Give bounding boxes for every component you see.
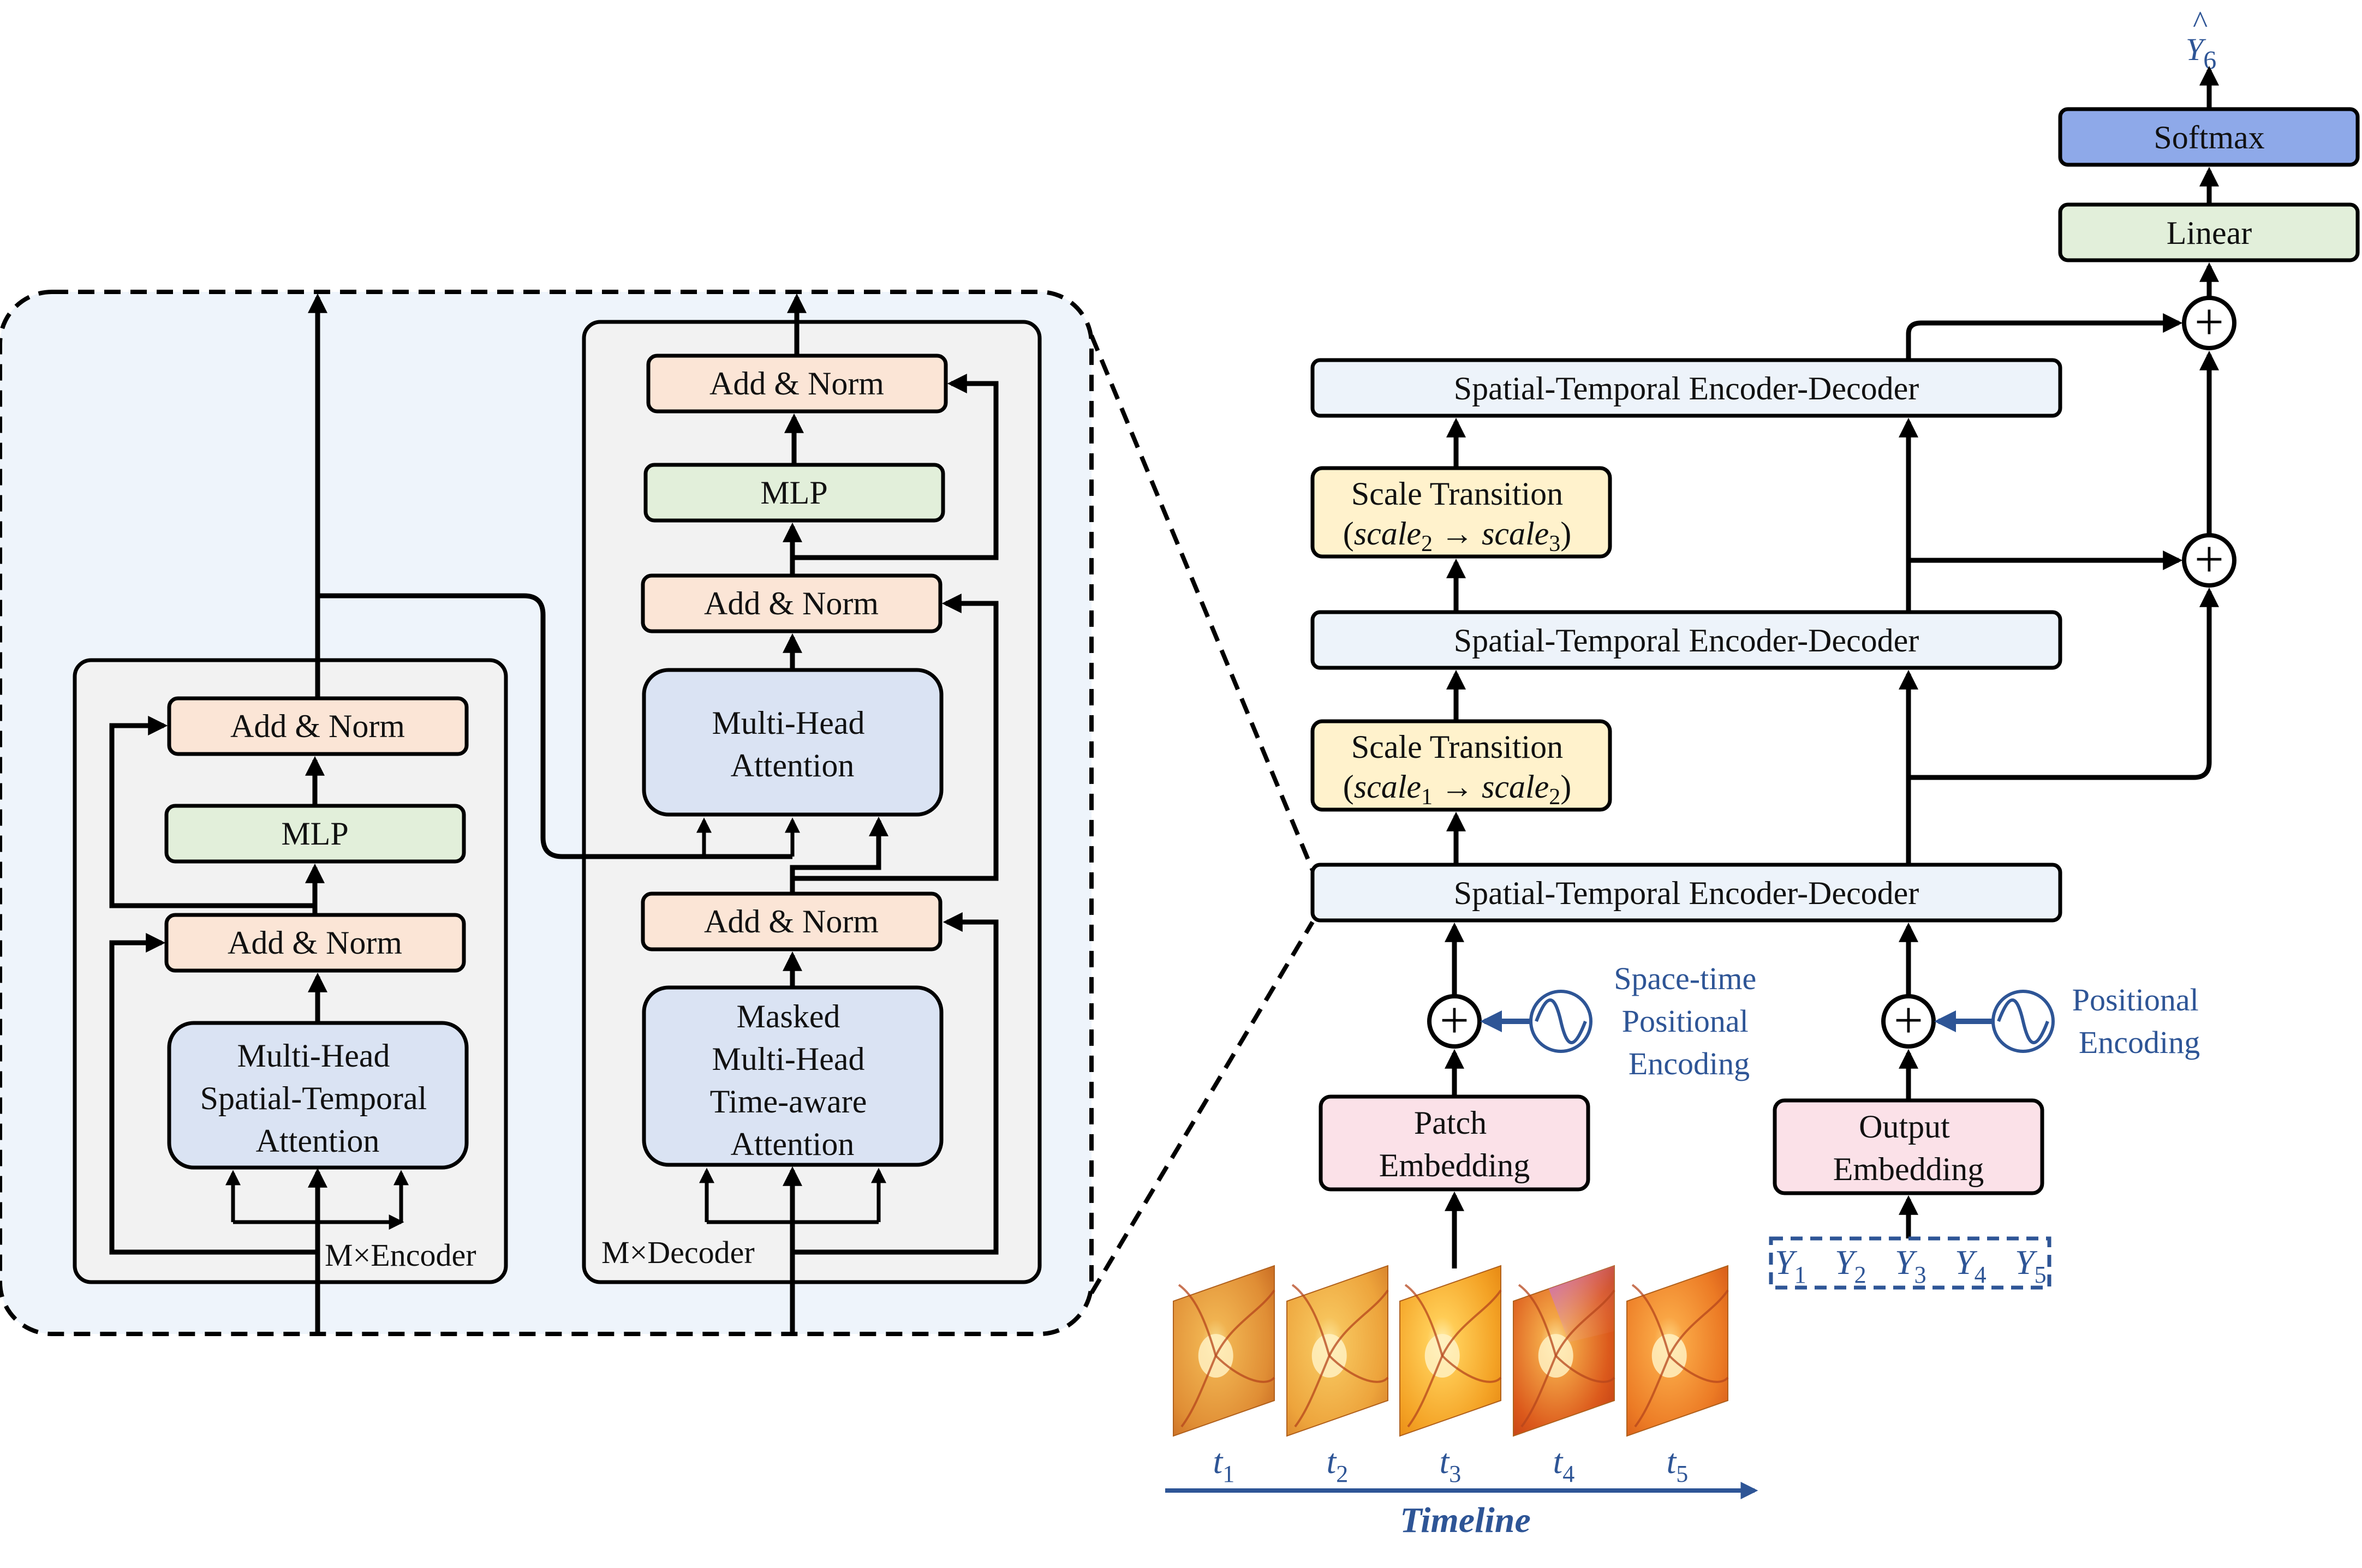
encoder-connections (109, 293, 401, 1334)
encoder-decoder-top (1310, 358, 2062, 418)
encoder-mlp-label: MLP (281, 816, 348, 852)
patch-embedding-label: Patch Embedding (1379, 1105, 1530, 1183)
timeline-label: Timeline (1400, 1500, 1531, 1540)
encoder-residual-top (109, 716, 315, 908)
fundus-frame-2: t2 (1286, 1265, 1389, 1487)
fundus-frame-4: t4 (1513, 1265, 1615, 1487)
encoder-decoder-top-label: Spatial-Temporal Encoder-Decoder (1454, 370, 1919, 406)
linear-label: Linear (2167, 215, 2252, 251)
decoder-add-norm-top-label: Add & Norm (709, 366, 884, 402)
encoder-decoder-middle (1310, 610, 2062, 670)
previous-label-4: Y4 (1955, 1243, 1987, 1288)
positional-encoding-label: Positional Encoding (2072, 982, 2207, 1060)
frame-time-label-4: t4 (1553, 1442, 1575, 1487)
linear-box (2058, 202, 2360, 262)
decoder-multi-head-attention (642, 668, 944, 817)
decoder-residual-bottom (792, 912, 999, 1255)
frame-time-label-1: t1 (1213, 1442, 1235, 1487)
softmax-box (2058, 107, 2360, 167)
encoder-container-label: M×Encoder (325, 1237, 476, 1273)
scale-transition-top-formula: (scale2 → scale3) (1343, 516, 1572, 556)
decoder-attention-label: Multi-Head Attention (712, 705, 873, 783)
decoder-add-norm-bottom-label: Add & Norm (704, 903, 879, 939)
encoder-memory-link (318, 593, 704, 859)
encoder-decoder-middle-label: Spatial-Temporal Encoder-Decoder (1454, 623, 1919, 659)
previous-labels-box (1769, 1236, 2051, 1290)
fundus-frames: t1 t2 t3 t4 t5 (1173, 1265, 1729, 1487)
encoder-decoder-bottom (1310, 863, 2062, 923)
pipeline-panel: Y6 ^ Softmax Linear + + Spatial-Temporal… (1165, 4, 2360, 1540)
fusion-add-top-symbol: + (2194, 292, 2224, 351)
decoder-add-norm-middle-label: Add & Norm (704, 585, 879, 621)
frame-time-label-3: t3 (1440, 1442, 1462, 1487)
space-time-encoding-label: Space-time Positional Encoding (1614, 961, 1764, 1081)
scale-transition-top-title: Scale Transition (1351, 476, 1563, 512)
encoder-add-norm-top-label: Add & Norm (230, 708, 405, 744)
patch-add-symbol: + (1440, 991, 1469, 1049)
previous-label-1: Y1 (1775, 1243, 1806, 1288)
previous-label-2: Y2 (1835, 1243, 1866, 1288)
encoder-decoder-detail-panel: M×Encoder M×Decoder Add & Norm MLP Add &… (0, 290, 1315, 1336)
zoom-line-top (1089, 334, 1315, 871)
scale-transition-bottom (1310, 719, 1612, 812)
decoder-residual-top (792, 374, 999, 560)
decoder-container-label: M×Decoder (601, 1235, 755, 1270)
prediction-output-hat: ^ (2193, 4, 2208, 40)
encdec-bottom-to-fusion-bottom (1908, 587, 2219, 780)
previous-label-3: Y3 (1895, 1243, 1926, 1288)
previous-label-5: Y5 (2015, 1243, 2047, 1288)
encoder-add-norm-bottom-label: Add & Norm (228, 925, 402, 961)
encoder-decoder-bottom-label: Spatial-Temporal Encoder-Decoder (1454, 875, 1919, 911)
output-add-symbol: + (1894, 991, 1923, 1049)
scale-transition-bottom-title: Scale Transition (1351, 729, 1563, 765)
encoder-attention-label: Multi-Head Spatial-Temporal Attention (200, 1038, 436, 1159)
frame-time-label-5: t5 (1667, 1442, 1689, 1487)
output-embedding-label: Output Embedding (1833, 1109, 1984, 1187)
zoom-line-bottom (1089, 920, 1315, 1295)
encoder-residual-bottom (109, 933, 318, 1255)
previous-labels-row: Y1 Y2 Y3 Y4 Y5 (1775, 1243, 2047, 1288)
encdec-top-to-fusion-top (1906, 313, 2183, 360)
softmax-label: Softmax (2154, 119, 2264, 155)
fundus-frame-1: t1 (1173, 1265, 1275, 1487)
scale-transition-top (1310, 466, 1612, 559)
scale-transition-bottom-formula: (scale1 → scale2) (1343, 769, 1572, 810)
frame-time-label-2: t2 (1327, 1442, 1349, 1487)
positional-sine-wave (1997, 998, 2049, 1044)
fundus-frame-3: t3 (1399, 1265, 1502, 1487)
decoder-masked-attention-label: Masked Multi-Head Time-aware Attention (710, 998, 875, 1162)
fundus-frame-5: t5 (1626, 1265, 1729, 1487)
decoder-mlp-label: MLP (760, 475, 827, 511)
decoder-residual-middle (792, 594, 999, 881)
fusion-add-bottom-symbol: + (2194, 530, 2224, 588)
decoder-connections (699, 293, 999, 1334)
space-time-sine-wave (1535, 998, 1587, 1044)
